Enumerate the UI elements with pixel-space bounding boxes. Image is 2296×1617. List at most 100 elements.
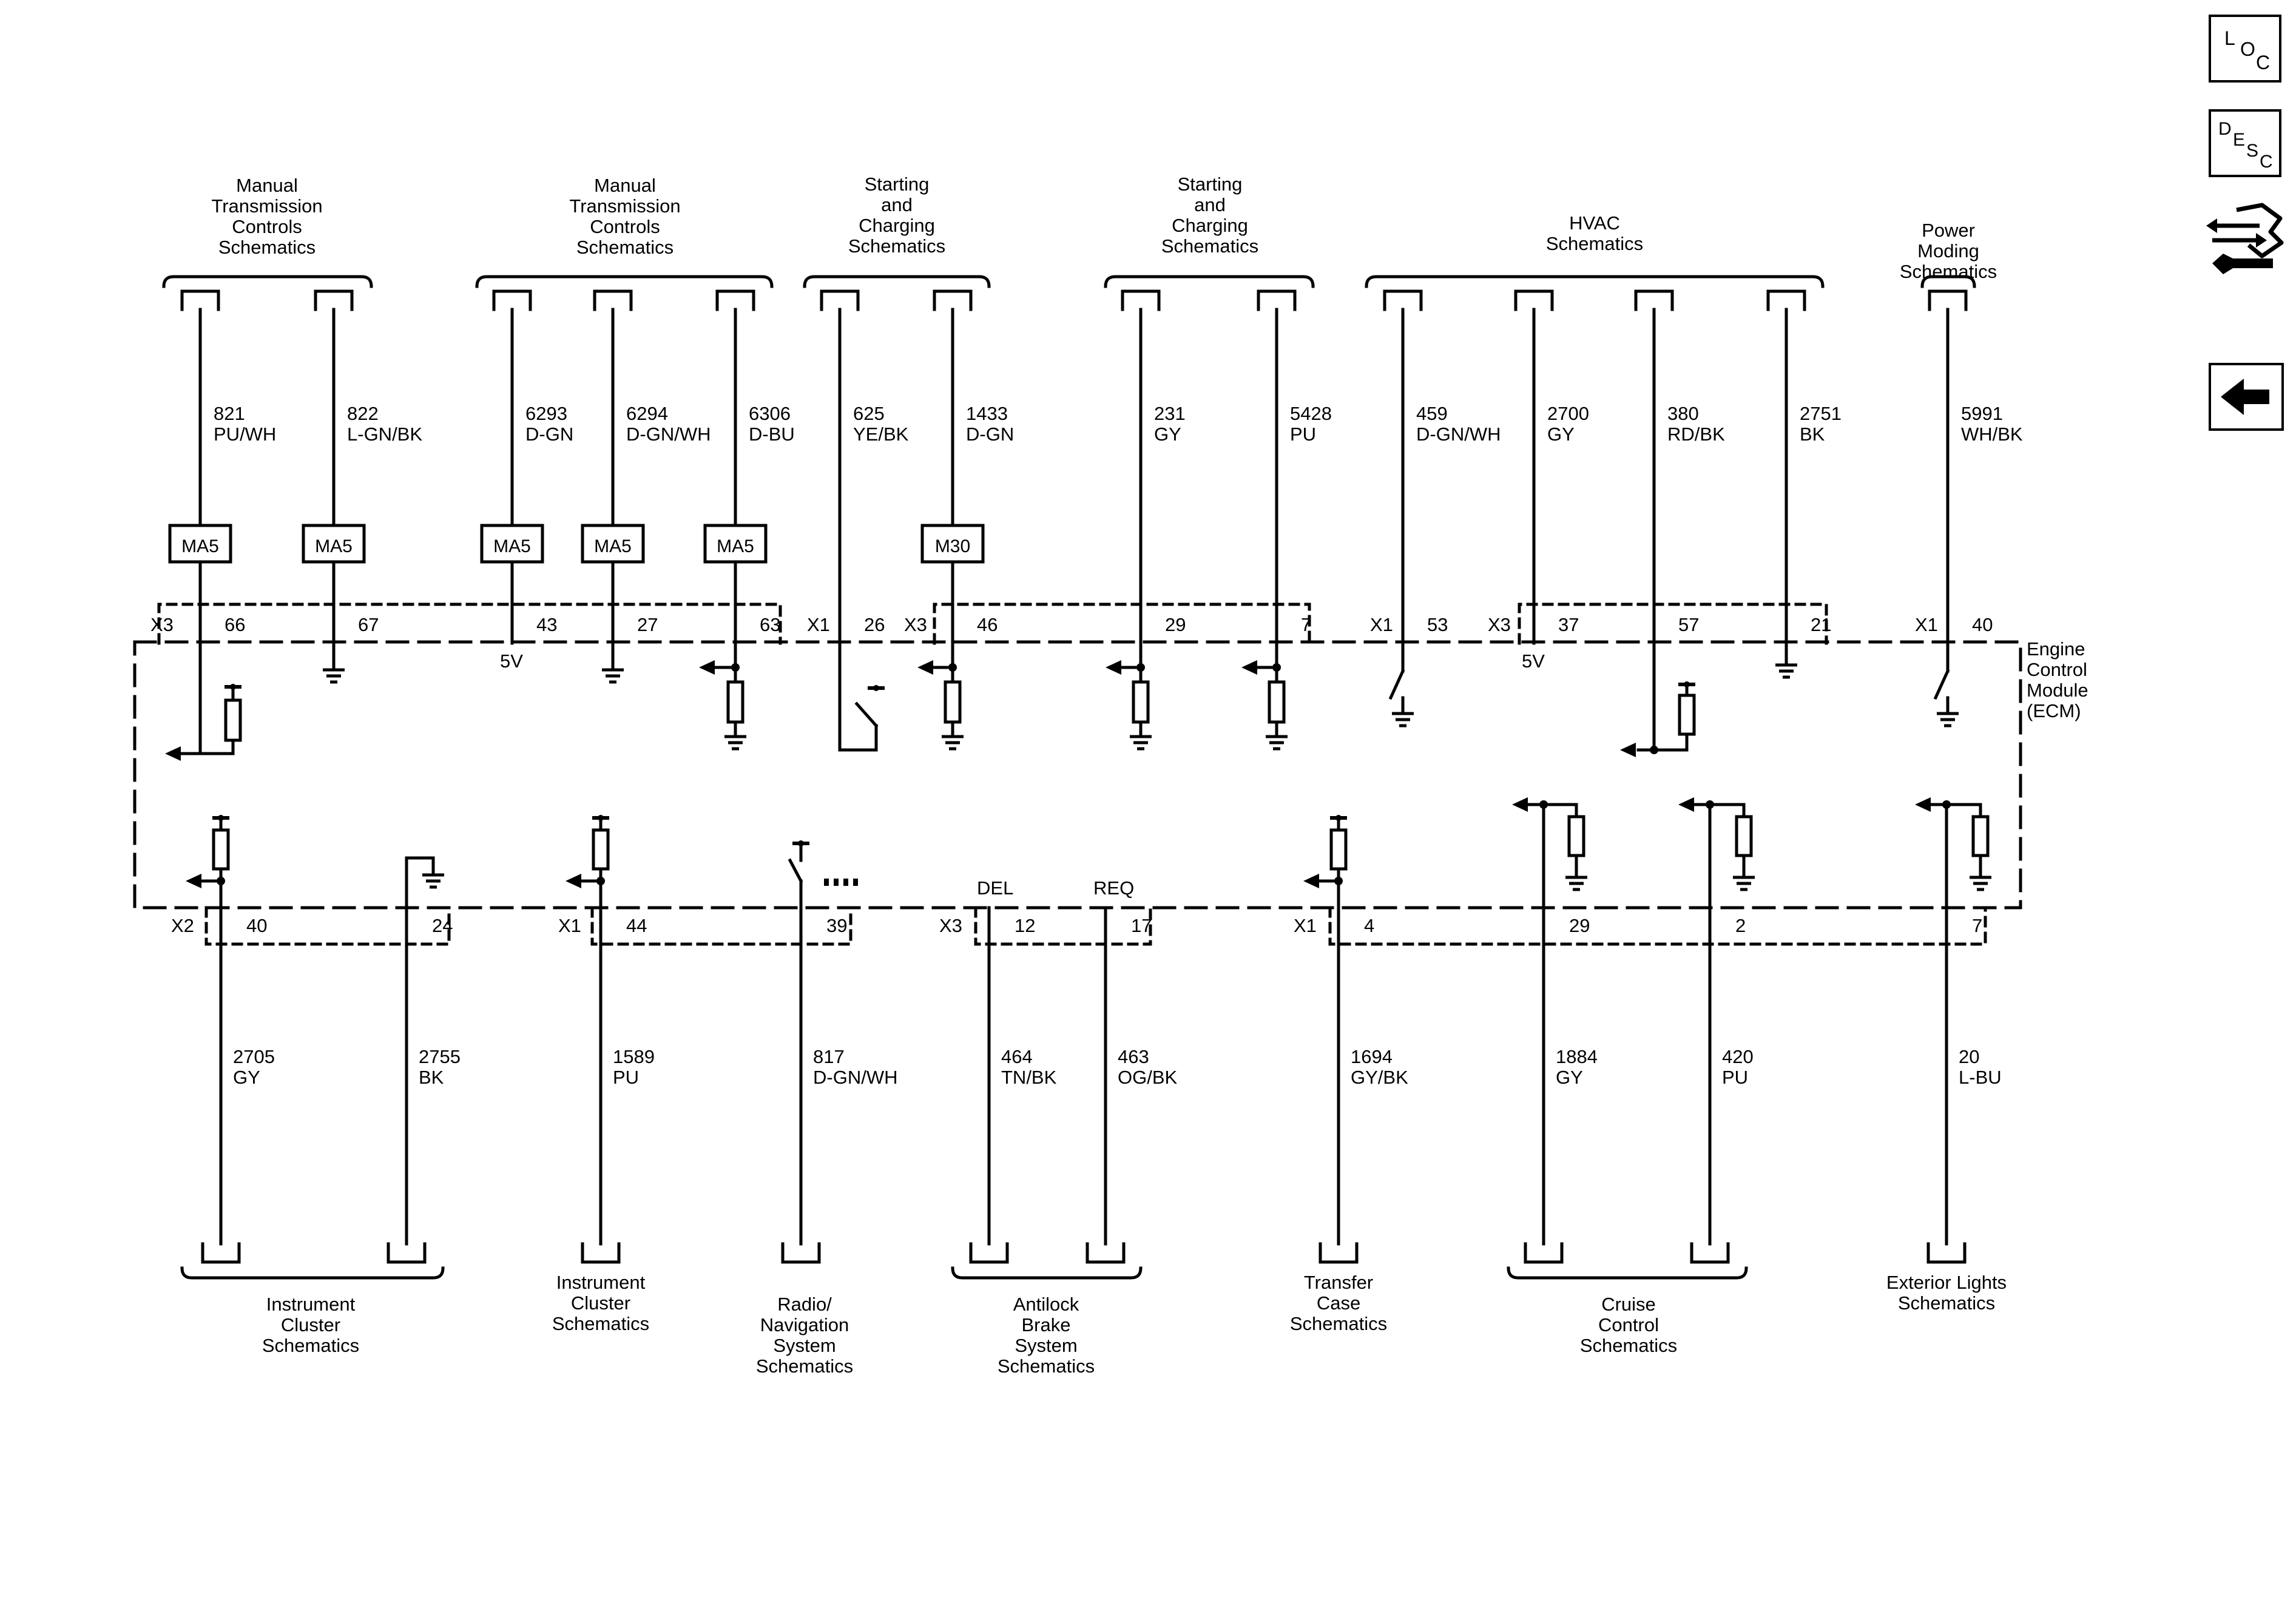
arrow-left-icon [1678, 797, 1694, 812]
wire-segment [788, 858, 803, 883]
destination-label: Schematics [1290, 1313, 1387, 1334]
circuit-number: 463 [1118, 1046, 1149, 1067]
destination-label: Moding [1917, 240, 1979, 262]
signal-label: DEL [977, 877, 1013, 899]
resistor-icon [726, 680, 745, 724]
connector-cavity-icon [201, 1242, 241, 1264]
resistor-icon [1735, 815, 1753, 857]
connector-id: X3 [150, 614, 174, 635]
circuit-number: 6293 [525, 403, 567, 424]
circuit-number: 459 [1416, 403, 1448, 424]
connector-cavity-icon [933, 289, 973, 311]
wire-color: D-GN [966, 424, 1014, 445]
reference-voltage-label: 5V [1522, 650, 1545, 672]
connector-cavity-icon [1514, 289, 1554, 311]
junction-dot-icon [598, 815, 604, 821]
group-brace [1365, 275, 1825, 288]
connector-cavity-icon [1766, 289, 1806, 311]
arrow-left-icon [917, 660, 933, 675]
junction-dot-icon [1650, 746, 1658, 754]
splice-pack-box [703, 524, 768, 564]
circuit-number: 1433 [966, 403, 1008, 424]
circuit-number: 231 [1154, 403, 1186, 424]
connector-outline [590, 906, 853, 946]
wire-color: RD/BK [1667, 424, 1725, 445]
pin-number: 37 [1558, 614, 1579, 635]
arrow-left-icon [1915, 797, 1931, 812]
pin-number: 29 [1569, 915, 1590, 936]
junction-dot-icon [1334, 877, 1343, 885]
arrow-left-icon [165, 746, 181, 761]
pin-number: 7 [1972, 915, 1982, 936]
pin-number: 21 [1811, 614, 1831, 635]
arrow-left-icon [1303, 874, 1319, 888]
connector-outline [157, 603, 782, 645]
desc-button[interactable]: D E S C [2209, 109, 2281, 177]
group-brace [1104, 275, 1315, 288]
wire-color: YE/BK [853, 424, 909, 445]
connector-wrench-icon[interactable] [2206, 200, 2285, 279]
splice-pack-box [581, 524, 645, 564]
group-brace [180, 1266, 445, 1280]
wire-color: D-BU [749, 424, 795, 445]
destination-label: Control [1598, 1314, 1659, 1335]
destination-label: Exterior Lights [1886, 1272, 2007, 1293]
group-brace [1920, 275, 1976, 288]
destination-label: Schematics [1898, 1292, 1995, 1314]
circuit-number: 2705 [233, 1046, 275, 1067]
destination-label: Schematics [998, 1355, 1095, 1377]
junction-dot-icon [731, 663, 740, 672]
circuit-number: 6306 [749, 403, 791, 424]
destination-label: Brake [1022, 1314, 1071, 1335]
junction-dot-icon [948, 663, 957, 672]
circuit-number: 821 [214, 403, 245, 424]
junction-dot-icon [1272, 663, 1281, 672]
destination-label: Charging [859, 215, 935, 236]
wire-color: WH/BK [1961, 424, 2023, 445]
back-button[interactable] [2209, 363, 2284, 431]
wire-color: L-BU [1959, 1067, 2002, 1088]
resistor-icon [944, 680, 962, 724]
loc-button[interactable]: L O C [2209, 15, 2281, 83]
group-brace [803, 275, 991, 288]
pin-number: 43 [536, 614, 557, 635]
junction-dot-icon [1136, 663, 1145, 672]
wire-color: PU [1722, 1067, 1748, 1088]
circuit-number: 420 [1722, 1046, 1754, 1067]
destination-label: Transmission [211, 195, 322, 217]
connector-id: X1 [1915, 614, 1938, 635]
wire-color: D-GN [525, 424, 573, 445]
pin-number: 46 [977, 614, 998, 635]
connector-outline [1518, 603, 1828, 645]
pin-number: 12 [1015, 915, 1035, 936]
resistor-icon [1329, 828, 1348, 871]
destination-label: System [773, 1335, 836, 1356]
destination-label: System [1015, 1335, 1077, 1356]
pin-number: 39 [826, 915, 847, 936]
destination-label: Starting [1178, 174, 1243, 195]
wire-segment [854, 701, 879, 728]
connector-id: X1 [1294, 915, 1317, 936]
connector-cavity-icon [1257, 289, 1297, 311]
pin-number: 40 [1972, 614, 1993, 635]
connector-outline [204, 906, 451, 946]
ground-icon [724, 735, 746, 751]
resistor-icon [224, 698, 242, 742]
circuit-number: 464 [1001, 1046, 1033, 1067]
wire-color: PU [613, 1067, 639, 1088]
splice-label: MA5 [493, 536, 531, 556]
ground-icon [602, 668, 624, 684]
resistor-icon [1132, 680, 1150, 724]
pin-number: 53 [1427, 614, 1448, 635]
connector-cavity-icon [1121, 289, 1161, 311]
ecm-boundary [133, 640, 2022, 910]
pin-number: 27 [637, 614, 658, 635]
destination-label: Transfer [1304, 1272, 1373, 1293]
resistor-icon [1268, 680, 1286, 724]
destination-label: Antilock [1013, 1294, 1079, 1315]
desc-letter-d: D [2218, 119, 2232, 139]
connector-cavity-icon [969, 1242, 1009, 1264]
connector-id: X1 [807, 614, 830, 635]
destination-label: Controls [590, 216, 660, 237]
